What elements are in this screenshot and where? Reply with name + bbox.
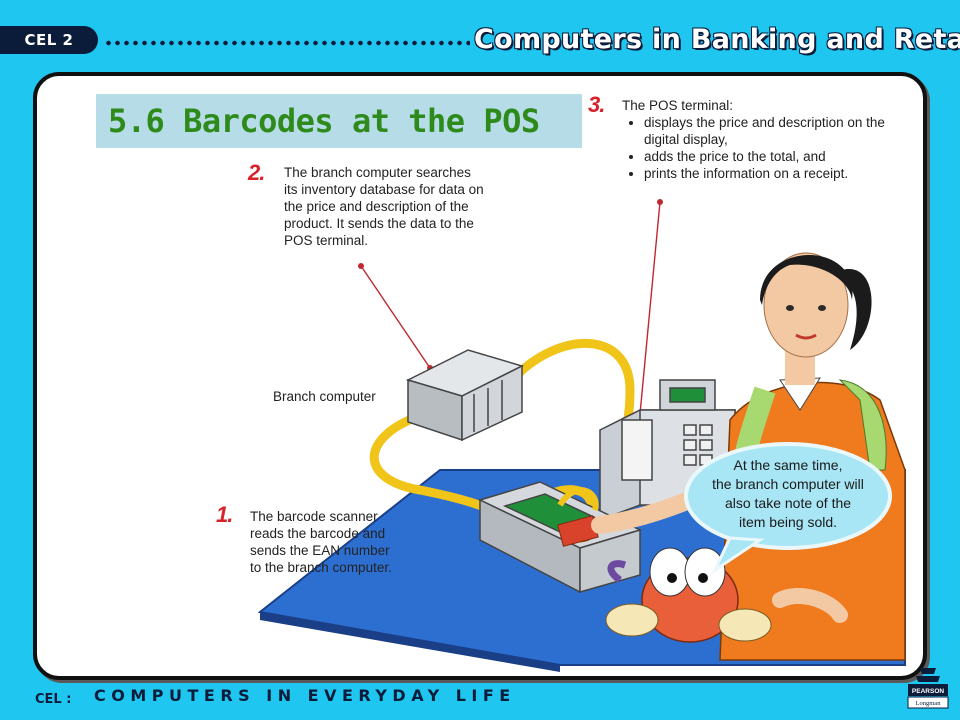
- chapter-badge: CEL 2: [0, 26, 98, 54]
- step-3-bullet: adds the price to the total, and: [644, 148, 912, 165]
- step-3-bullet: displays the price and description on th…: [644, 114, 912, 148]
- branch-computer: [405, 349, 525, 442]
- step-2-text: The branch computer searches its invento…: [284, 165, 484, 248]
- barcode-mascot: [605, 547, 772, 643]
- step-2-number: 2.: [248, 160, 265, 185]
- slide-title: 5.6 Barcodes at the POS: [108, 102, 540, 140]
- slide-title-box: 5.6 Barcodes at the POS: [96, 94, 582, 148]
- branch-computer-label: Branch computer: [273, 389, 376, 404]
- step-3-number: 3.: [588, 92, 605, 117]
- header-title: Computers in Banking and Retail: [474, 24, 960, 55]
- step-1-number: 1.: [216, 502, 233, 527]
- logo-line1: PEARSON: [912, 688, 944, 695]
- dotted-divider: [104, 40, 470, 46]
- logo-line2: Longman: [916, 700, 942, 707]
- step-3-text: The POS terminal: displays the price and…: [622, 97, 912, 182]
- step-1-text: The barcode scanner reads the barcode an…: [250, 509, 392, 575]
- footer-subtitle: COMPUTERS IN EVERYDAY LIFE: [94, 686, 516, 705]
- footer-label: CEL :: [35, 692, 72, 707]
- speech-bubble: [684, 442, 892, 575]
- step-3-bullet: prints the information on a receipt.: [644, 165, 912, 182]
- pearson-logo: PEARSON Longman: [907, 668, 949, 709]
- speech-bubble-text: At the same time, the branch computer wi…: [712, 457, 864, 530]
